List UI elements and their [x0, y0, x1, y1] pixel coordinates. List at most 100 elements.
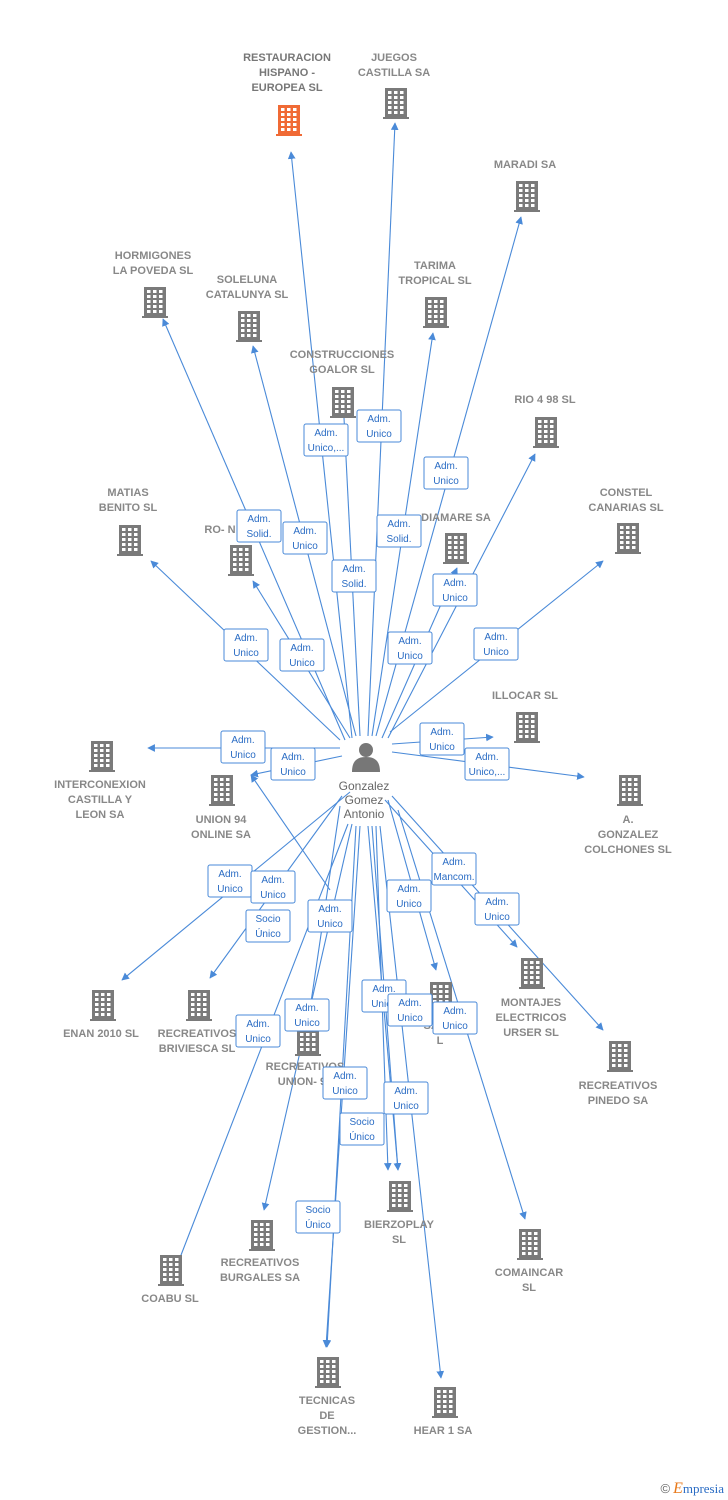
relation-label-text: Socio — [305, 1205, 330, 1216]
relation-label-hormigones[interactable]: Adm.Solid. — [236, 509, 282, 543]
relation-label-pinedo[interactable]: Adm.Unico — [474, 892, 520, 926]
relation-label-comaincar[interactable]: Adm.Unico — [432, 1001, 478, 1035]
company-name-line: UNION 94 — [196, 814, 248, 826]
relation-label-montajes[interactable]: Adm.Unico — [386, 879, 432, 913]
relation-label-restauracion[interactable]: Adm.Unico,... — [303, 423, 349, 457]
relation-label-enan[interactable]: Adm.Unico — [207, 864, 253, 898]
company-node-rio498[interactable]: RIO 4 98 SL — [514, 394, 576, 448]
relation-label-box — [270, 747, 316, 781]
relation-label-text: Adm. — [295, 1003, 318, 1014]
relation-label-juegos[interactable]: Adm.Unico — [356, 409, 402, 443]
company-node-tecnicas[interactable]: TECNICASDEGESTION... — [298, 1357, 357, 1437]
company-name-line: RECREATIVOS — [158, 1028, 237, 1040]
relation-label-construcciones[interactable]: Adm.Solid. — [331, 559, 377, 593]
company-node-restauracion[interactable]: RESTAURACION HISPANO - EUROPEA SL — [243, 52, 331, 136]
relation-label-text: Unico — [245, 1034, 271, 1045]
relation-label-maradi[interactable]: Adm.Unico — [423, 456, 469, 490]
relation-label-tecnicas[interactable]: Adm.Unico — [383, 1081, 429, 1115]
company-name-line: HISPANO - — [259, 67, 315, 79]
relation-label-text: Unico — [397, 1013, 423, 1024]
relation-label-text: Adm. — [443, 1006, 466, 1017]
relation-label-box — [386, 879, 432, 913]
company-node-diamare[interactable]: DIAMARE SA — [421, 512, 491, 564]
person-name-line-3: Antonio — [344, 807, 385, 821]
copyright-symbol: © — [660, 1481, 671, 1496]
brand-footer[interactable]: ©Empresia — [660, 1480, 724, 1498]
company-name-line: UNION- 94 — [278, 1076, 333, 1088]
relation-label-union94r[interactable]: Adm.Unico — [307, 899, 353, 933]
company-node-enan[interactable]: ENAN 2010 SL — [63, 990, 139, 1040]
relation-edge-union94 — [250, 774, 331, 891]
relation-label-ro[interactable]: Adm.Unico — [279, 638, 325, 672]
relation-label-matias[interactable]: Adm.Unico — [223, 628, 269, 662]
relation-label-rio498[interactable]: Adm.Unico — [432, 573, 478, 607]
building-icon — [90, 990, 116, 1021]
company-node-hear1[interactable]: HEAR 1 SA — [414, 1387, 473, 1437]
company-name-line: SL — [392, 1234, 406, 1246]
company-name-line: COLCHONES SL — [584, 844, 672, 856]
company-node-maradi[interactable]: MARADI SA — [494, 159, 556, 212]
company-name-line: EUROPEA SL — [251, 82, 322, 94]
relation-label-bierzoplay[interactable]: Adm.Unico — [322, 1066, 368, 1100]
company-node-illocar[interactable]: ILLOCAR SL — [492, 690, 558, 743]
relation-label-text: Adm. — [293, 526, 316, 537]
relation-label-interconexion[interactable]: Adm.Unico — [220, 730, 266, 764]
relation-label-text: Adm. — [434, 461, 457, 472]
relation-label-box — [223, 628, 269, 662]
relation-label-tarima[interactable]: Adm.Solid. — [376, 514, 422, 548]
relation-label-text: Adm. — [342, 564, 365, 575]
company-name-line: CONSTEL — [600, 487, 653, 499]
company-name-line: CASTILLA Y — [68, 794, 133, 806]
building-icon — [228, 545, 254, 576]
relation-label-burgales[interactable]: Adm.Unico — [284, 998, 330, 1032]
relation-label-text: Unico — [483, 647, 509, 658]
company-name-line: LA POVEDA SL — [113, 265, 194, 277]
company-name-line: INTERCONEXION — [54, 779, 146, 791]
relation-label-box — [307, 899, 353, 933]
relation-label-soleluna[interactable]: Adm.Unico — [282, 521, 328, 555]
building-icon — [383, 88, 409, 119]
relation-label-text: Mancom. — [433, 872, 474, 883]
building-icon — [158, 1255, 184, 1286]
relation-label-text: Unico — [484, 912, 510, 923]
relation-label-union94[interactable]: Adm.Unico — [270, 747, 316, 781]
building-icon — [517, 1229, 543, 1260]
company-name-line: ELECTRICOS — [496, 1012, 567, 1024]
company-name-line: RESTAURACION — [243, 52, 331, 64]
company-name-line: TECNICAS — [299, 1395, 355, 1407]
relation-label-agonzalez[interactable]: Adm.Unico,... — [464, 747, 510, 781]
relation-label-illocar[interactable]: Adm.Unico — [419, 722, 465, 756]
company-node-coabu[interactable]: COABU SL — [141, 1255, 199, 1305]
relation-label-salai[interactable]: Adm.Mancom. — [431, 852, 477, 886]
relation-label-briviesca[interactable]: Adm.Unico — [250, 870, 296, 904]
company-node-ro[interactable]: RO- N — [204, 524, 254, 576]
relation-label-coabu[interactable]: Adm.Unico — [235, 1014, 281, 1048]
relation-label-box — [245, 909, 291, 943]
relation-labels-layer: Adm.Unico,...Adm.UnicoAdm.UnicoAdm.Solid… — [207, 409, 520, 1234]
center-person[interactable]: Gonzalez Gomez Antonio — [339, 743, 390, 821]
company-name-line: JUEGOS — [371, 52, 417, 64]
relation-label-constel[interactable]: Adm.Unico — [473, 627, 519, 661]
building-icon — [249, 1220, 275, 1251]
relation-label-diamare[interactable]: Adm.Unico — [387, 631, 433, 665]
relation-label-hear1[interactable]: Adm.Unico — [387, 993, 433, 1027]
